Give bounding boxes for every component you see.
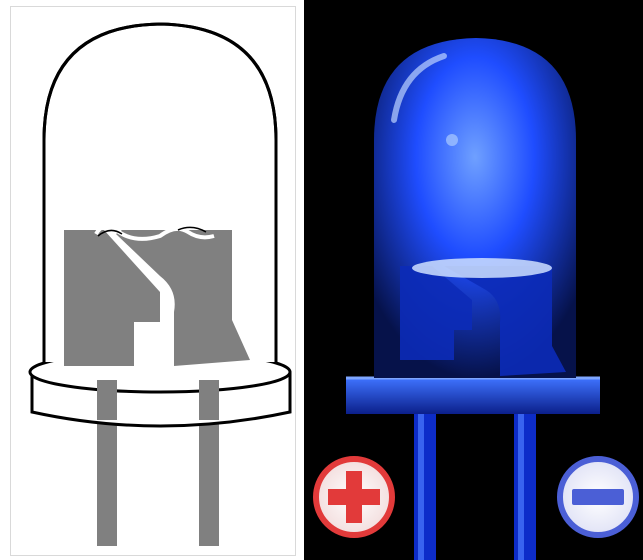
plus-icon-vertical: [346, 471, 362, 523]
photo-cathode-lead: [514, 410, 536, 560]
photo-cathode-highlight: [518, 410, 524, 560]
positive-terminal-badge: [316, 459, 392, 535]
photo-anode-highlight: [418, 410, 424, 560]
led-photo-panel: [304, 0, 643, 560]
photo-anode-lead: [414, 410, 436, 560]
photo-emitter-glow: [412, 258, 552, 278]
minus-icon-bar: [572, 489, 624, 505]
led-photo-svg: [304, 0, 643, 560]
negative-terminal-badge: [560, 459, 636, 535]
diagram-frame: [10, 6, 296, 556]
led-diagram-panel: [0, 0, 300, 560]
photo-flange: [346, 378, 600, 414]
photo-dome-bubble: [446, 134, 458, 146]
